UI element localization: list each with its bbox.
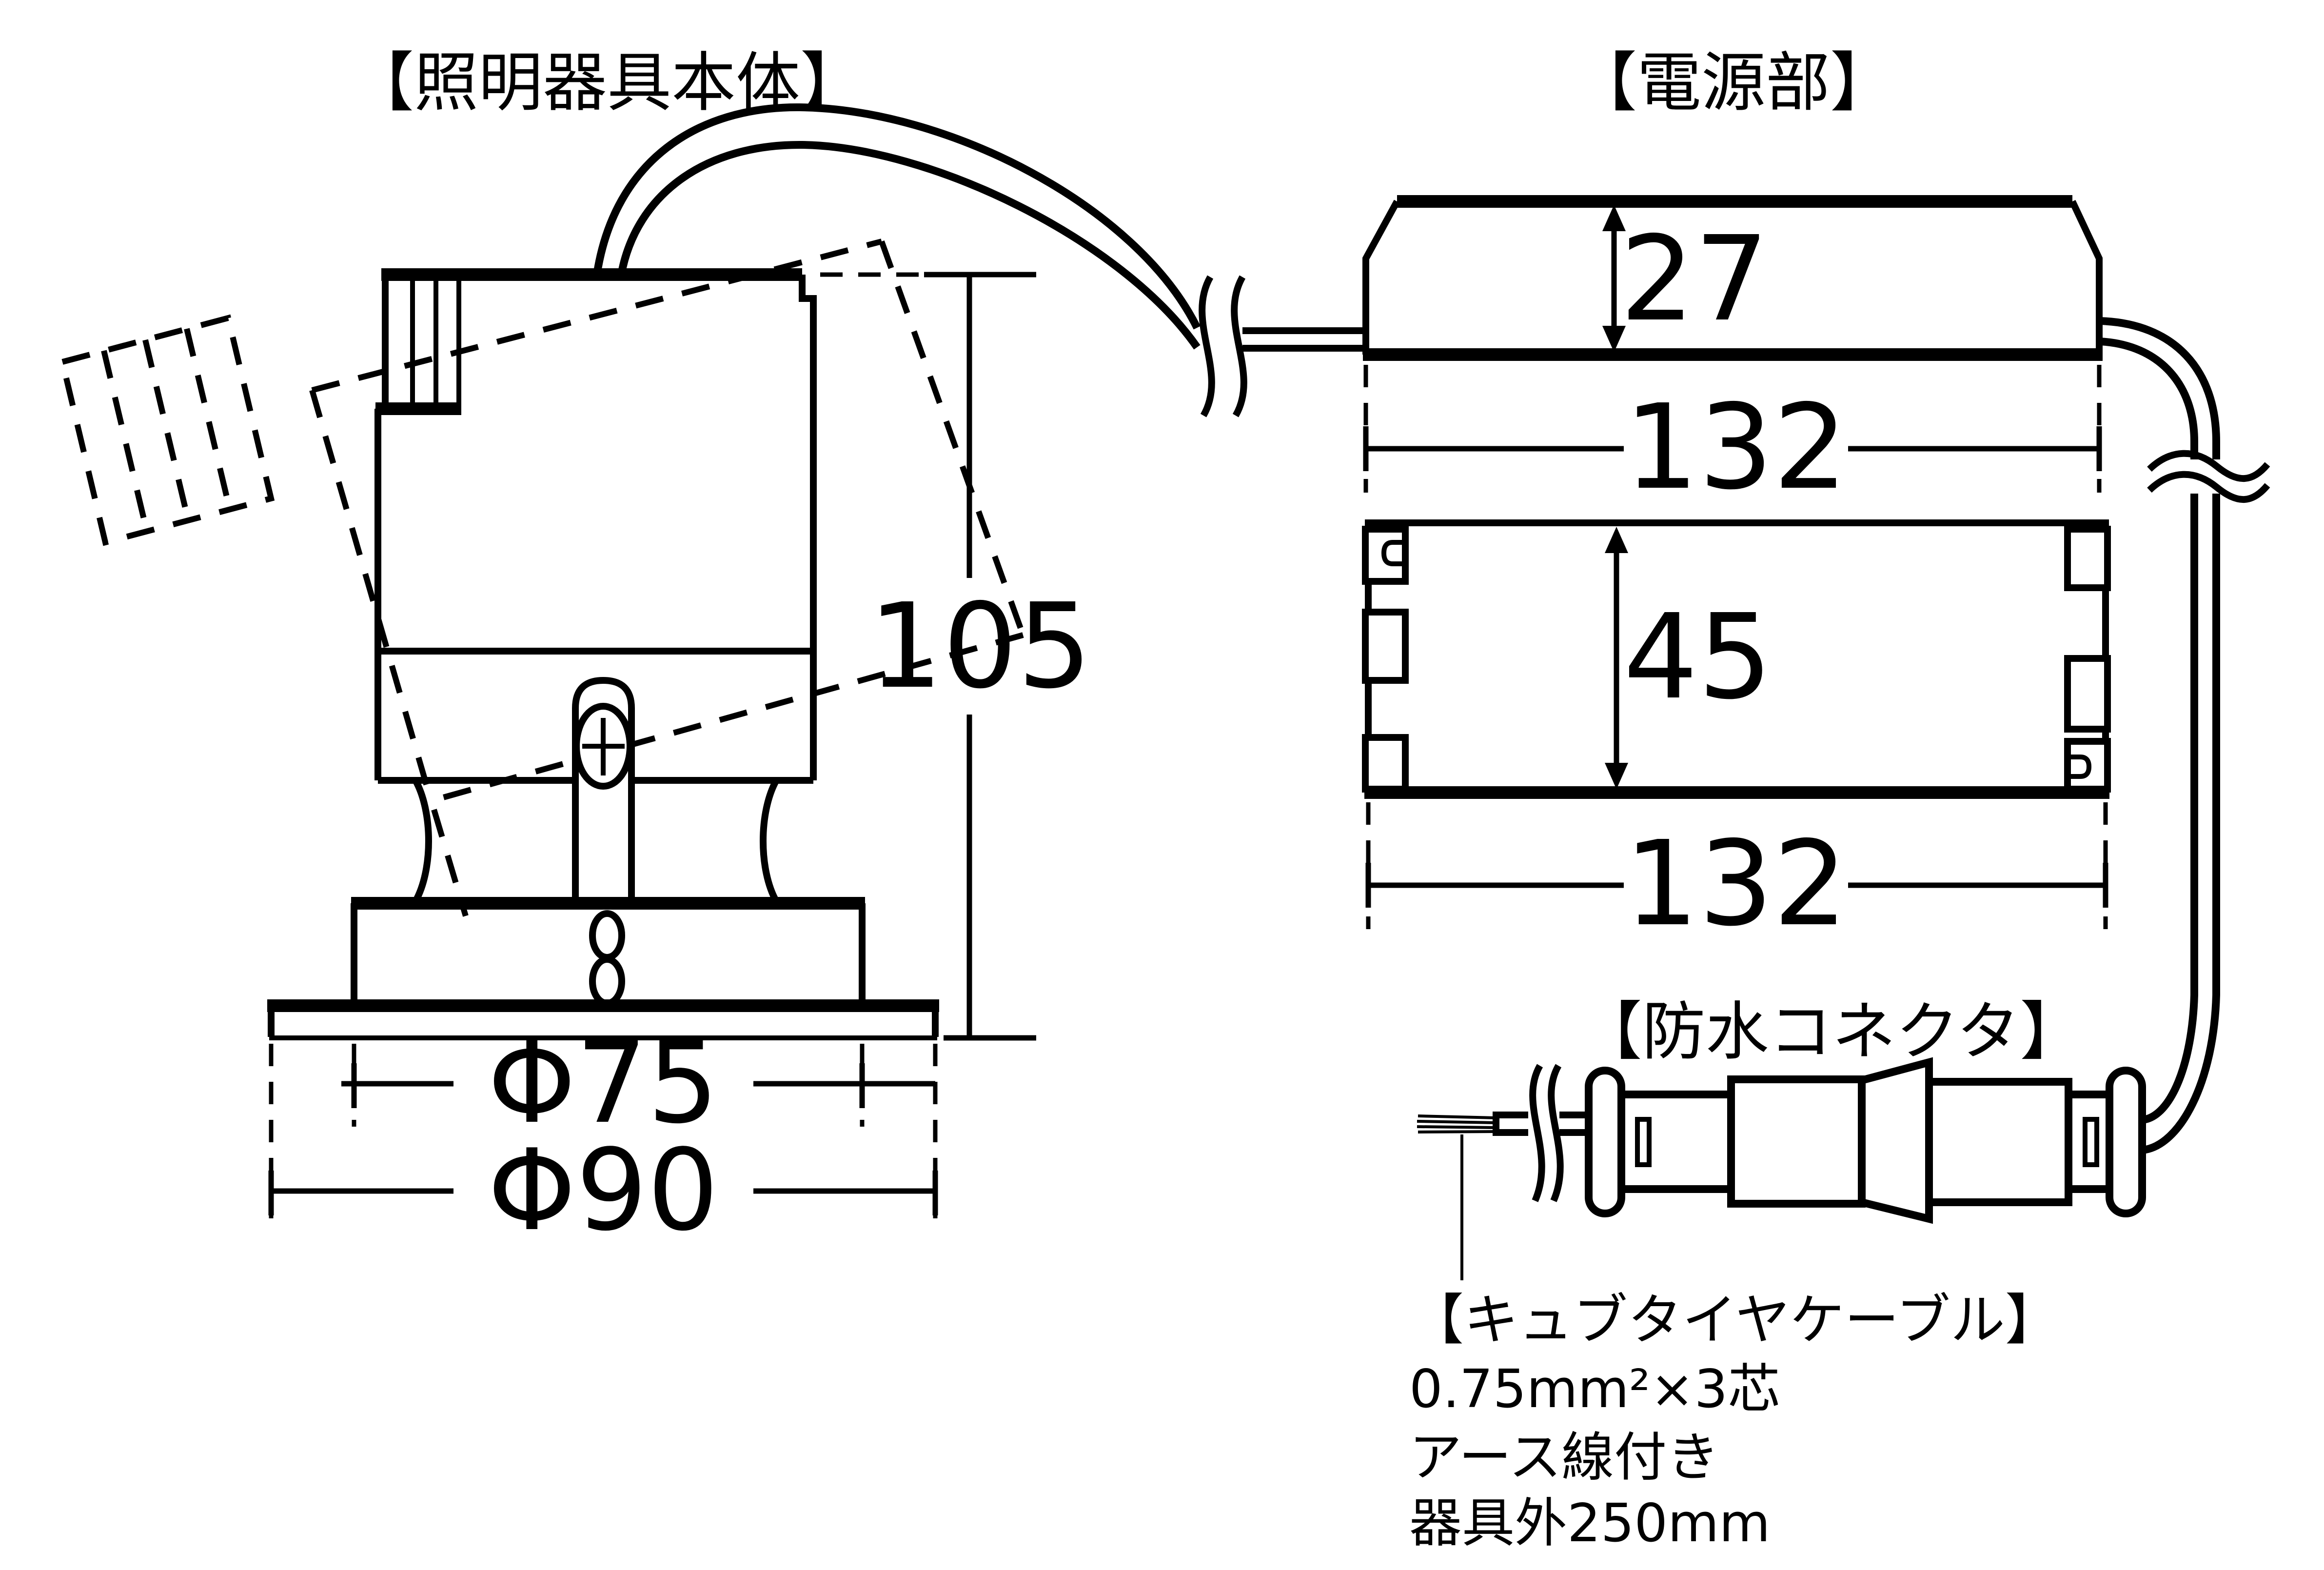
lead-cable-outline xyxy=(1493,1112,1589,1136)
dimension-27: 27 xyxy=(1602,205,1769,352)
adjust-hole-lower xyxy=(589,956,625,1007)
power-supply-view: 【電源部】 27 132 xyxy=(1362,45,2270,1154)
cable-arc-outer xyxy=(593,103,1201,330)
tilted-fin-line-3 xyxy=(184,328,233,510)
output-cable-outer-lower xyxy=(2142,494,2220,1154)
tilted-body-bottom-edge xyxy=(430,632,1024,804)
dimension-phi75: Φ75 xyxy=(341,1018,935,1149)
dim-label-132-top: 132 xyxy=(1624,815,1848,952)
body-left-outline xyxy=(374,275,389,780)
cable-note-spec: 0.75mm²×3芯 xyxy=(1409,1359,1780,1420)
tilted-body-top-edge xyxy=(311,238,883,393)
wire-strand-2 xyxy=(1417,1120,1497,1124)
tab-right-bottom-notch xyxy=(2067,755,2092,779)
output-cable-inner-lower xyxy=(2142,494,2198,1124)
dim-label-27: 27 xyxy=(1620,211,1769,347)
tab-left-top-notch xyxy=(1381,540,1407,566)
tab-right-bottom xyxy=(2064,738,2111,793)
power-side-right-edge xyxy=(2069,200,2103,355)
cable-break-right-1 xyxy=(2147,450,2270,482)
cable-break-right-2 xyxy=(2147,471,2270,503)
dim-label-phi75: Φ75 xyxy=(488,1018,719,1149)
power-top-view: 45 132 xyxy=(1362,519,2111,952)
connector-seg-small-right xyxy=(2065,1091,2113,1193)
cable-break-symbol-left-1 xyxy=(1199,275,1215,417)
body-right-outline xyxy=(799,275,817,780)
connector-cap-left xyxy=(1585,1067,1625,1217)
tilted-fin-line-2 xyxy=(142,339,191,521)
dimension-132-side: 132 xyxy=(1363,365,2102,516)
power-side-view: 27 132 xyxy=(1362,195,2103,516)
cable-break-conn-2 xyxy=(1548,1064,1564,1202)
adjust-hole-upper xyxy=(589,910,625,961)
power-output-cable xyxy=(2099,317,2270,1154)
fixture-bracket xyxy=(572,676,635,899)
connector-seg-large-right xyxy=(1925,1078,2072,1206)
fixture-lower-section xyxy=(267,778,939,1040)
fixture-tilted-body-dashed xyxy=(59,238,1026,917)
tilted-fin-line-1 xyxy=(101,350,150,532)
output-cable-outer xyxy=(2099,317,2220,459)
cable-note-earth: アース線付き xyxy=(1409,1427,1719,1488)
fixture-view: 【照明器具本体】 xyxy=(59,45,1366,1256)
arrow-head-27-up xyxy=(1602,205,1626,231)
arrow-head-27-down xyxy=(1602,326,1626,352)
connector-seg-large-left xyxy=(1727,1075,1866,1208)
cable-break-conn-1 xyxy=(1529,1064,1545,1202)
connector-slot-left xyxy=(1635,1117,1652,1167)
tilted-body-right-edge xyxy=(879,240,1026,636)
neck-left-curve xyxy=(412,778,432,903)
tab-left-bottom xyxy=(1362,734,1409,793)
arrow-head-45-up xyxy=(1605,527,1628,553)
dimension-132-top: 132 xyxy=(1365,802,2108,952)
power-side-left-edge xyxy=(1362,199,1400,355)
tilted-fin-block-outline xyxy=(59,314,275,546)
arrow-head-45-down xyxy=(1605,763,1628,789)
connector-cap-right xyxy=(2106,1067,2146,1217)
dim-label-45: 45 xyxy=(1623,589,1772,725)
tab-left-middle xyxy=(1362,609,1409,684)
neck-right-curve xyxy=(760,778,780,903)
cable-note-length: 器具外250mm xyxy=(1409,1493,1771,1554)
dimension-phi90: Φ90 xyxy=(268,1044,938,1256)
dim-label-phi90: Φ90 xyxy=(488,1126,719,1256)
connector-title: 【防水コネクタ】 xyxy=(1579,994,2084,1069)
tilted-neck-edge xyxy=(431,809,469,917)
cable-note: 【キュブタイヤケーブル】 0.75mm²×3芯 アース線付き 器具外250mm xyxy=(1409,1134,2060,1554)
connector-slot-right xyxy=(2083,1117,2099,1167)
wire-strand-1 xyxy=(1418,1114,1497,1119)
cable-arc-inner xyxy=(617,140,1201,350)
cable-note-title: 【キュブタイヤケーブル】 xyxy=(1409,1289,2060,1352)
tab-right-top xyxy=(2064,526,2111,591)
tilted-body-left-edge xyxy=(309,389,434,802)
dimension-45: 45 xyxy=(1605,527,1773,789)
output-cable-inner xyxy=(2099,338,2198,459)
dim-label-105: 105 xyxy=(868,578,1092,715)
connector-view: 【防水コネクタ】 xyxy=(1417,994,2146,1224)
cable-break-symbol-left-2 xyxy=(1231,275,1247,417)
fixture-cable xyxy=(593,103,1366,417)
connector-body xyxy=(1417,1057,2146,1224)
dim-label-132-side: 132 xyxy=(1624,379,1848,516)
tab-right-middle xyxy=(2064,655,2111,733)
dimension-105: 105 xyxy=(820,272,1092,1041)
wire-strand-3 xyxy=(1417,1125,1497,1129)
connector-flare xyxy=(1858,1057,1933,1224)
power-title: 【電源部】 xyxy=(1573,45,1894,120)
